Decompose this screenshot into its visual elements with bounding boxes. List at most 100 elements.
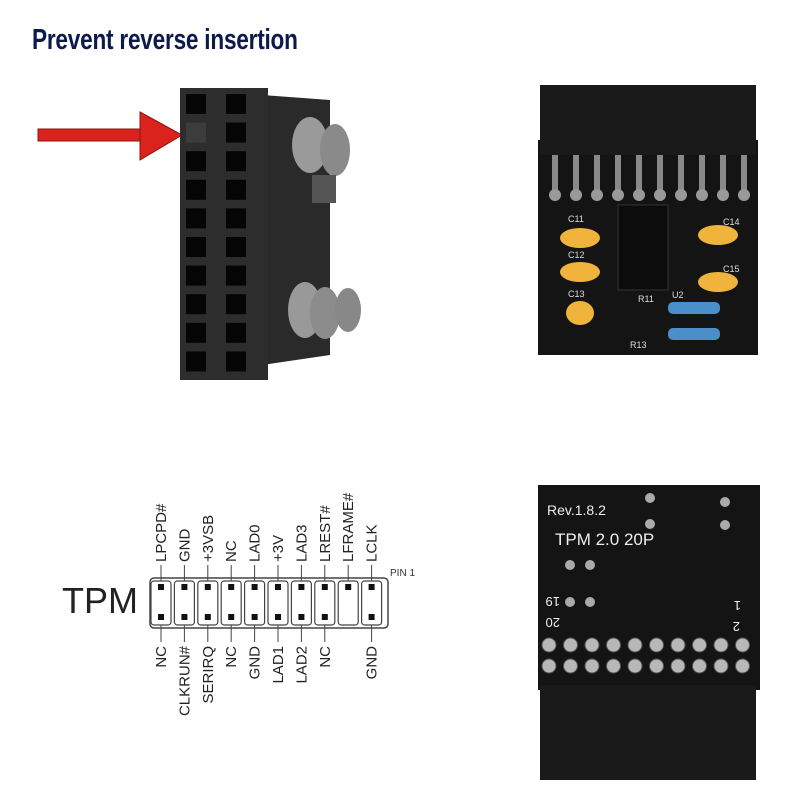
pin-dot	[368, 614, 375, 620]
pin-dot	[228, 584, 235, 590]
pin1-label: PIN 1	[390, 568, 416, 579]
pin-label-top: LCLK	[364, 524, 381, 562]
pin-label-top: GND	[176, 529, 193, 563]
header-hole	[186, 351, 206, 372]
header-hole	[226, 322, 246, 343]
solder-pad	[713, 658, 729, 674]
pin-label-top: LREST#	[317, 505, 334, 562]
solder-pad	[735, 658, 750, 674]
pin-lead	[615, 155, 621, 195]
solder-pad	[633, 189, 645, 201]
via	[720, 520, 730, 530]
res-label: R11	[638, 294, 654, 304]
cap-label: C12	[568, 250, 585, 260]
solder-pad	[549, 189, 561, 201]
header-hole	[186, 208, 206, 229]
pin-lead	[636, 155, 642, 195]
pcb-side	[262, 95, 361, 365]
pin-dot	[368, 584, 375, 590]
solder-pad	[670, 658, 686, 674]
solder-pad	[713, 637, 729, 653]
revision-text: Rev.1.8.2	[547, 502, 606, 518]
pin-lead	[720, 155, 726, 195]
solder-pad	[696, 189, 708, 201]
solder-pad	[692, 637, 707, 653]
header-hole	[226, 122, 246, 143]
cap-label: C13	[568, 289, 585, 299]
pin-lead	[594, 155, 600, 195]
pin-label-bottom: SERIRQ	[200, 646, 217, 704]
pin19-label: 19	[546, 594, 560, 609]
solder-pad	[717, 189, 729, 201]
solder-pad	[563, 658, 578, 674]
cap-label: C14	[723, 217, 740, 227]
header-hole	[186, 122, 206, 143]
solder-pad	[654, 189, 666, 201]
pin-dot	[275, 614, 281, 620]
model-text: TPM 2.0 20P	[555, 530, 654, 549]
solder-pad	[541, 658, 557, 674]
solder-pad	[649, 658, 664, 674]
solder-pad	[735, 637, 750, 653]
pin-dot	[251, 584, 258, 590]
pin-label-bottom: GND	[364, 646, 381, 680]
solder-pad	[692, 658, 707, 674]
pin-dot	[158, 584, 164, 590]
header-block	[180, 88, 268, 380]
pin-dot	[251, 614, 258, 620]
pin-lead	[699, 155, 705, 195]
solder-pad	[606, 658, 621, 674]
header-hole	[226, 237, 246, 257]
pin-lead	[678, 155, 684, 195]
pin2-label: 2	[733, 619, 740, 634]
via	[645, 519, 655, 529]
header-hole	[226, 294, 246, 315]
tpm-label: TPM	[62, 580, 138, 621]
connector-outline	[149, 577, 389, 629]
pin-label-bottom: NC	[223, 646, 240, 668]
via	[565, 597, 575, 607]
pin-dot	[204, 584, 211, 590]
pin-dot	[298, 614, 305, 620]
header-hole	[226, 94, 246, 114]
header-hole	[186, 322, 206, 343]
pin-label-bottom: GND	[247, 646, 264, 680]
header-hole	[186, 294, 206, 315]
solder-pad	[627, 637, 643, 653]
red-arrow-icon	[37, 111, 184, 161]
pin-label-top: +3VSB	[200, 515, 217, 562]
solder-pad	[649, 637, 664, 653]
via	[585, 560, 595, 570]
pin-dot	[321, 584, 328, 590]
solder-pad	[570, 189, 582, 201]
cap-label: C15	[723, 264, 740, 274]
pin20-label: 20	[546, 615, 560, 630]
pin-label-bottom: CLKRUN#	[176, 645, 193, 716]
header-hole	[186, 265, 206, 286]
pin-dot	[345, 584, 352, 590]
pin-dot	[181, 584, 188, 590]
solder-pad	[541, 637, 557, 653]
via	[565, 560, 575, 570]
chip-label: U2	[672, 290, 684, 300]
pinout-diagram: LPCPD#NCGNDCLKRUN#+3VSBSERIRQNCNCLAD0GND…	[149, 492, 389, 716]
solder-pad	[627, 658, 643, 674]
header-hole	[226, 208, 246, 229]
pin-label-top: LAD3	[293, 524, 310, 562]
board-front-photo: C11 C12 C13 C14 C15 R11 R13 U2	[538, 85, 758, 355]
solder-pad	[675, 189, 687, 201]
pin-lead	[741, 155, 747, 195]
solder-pad	[563, 637, 578, 653]
pin-label-bottom: LAD2	[293, 646, 310, 684]
via	[645, 493, 655, 503]
pin-label-bottom: NC	[153, 646, 170, 668]
solder-pad	[584, 658, 600, 674]
pin-label-top: LAD0	[247, 524, 264, 562]
pin-dot	[228, 614, 235, 620]
header-hole	[226, 151, 246, 172]
pin-dot	[298, 584, 305, 590]
pin-label-top: LPCPD#	[153, 503, 170, 562]
via	[585, 597, 595, 607]
header-hole	[186, 151, 206, 172]
pin-dot	[204, 614, 211, 620]
